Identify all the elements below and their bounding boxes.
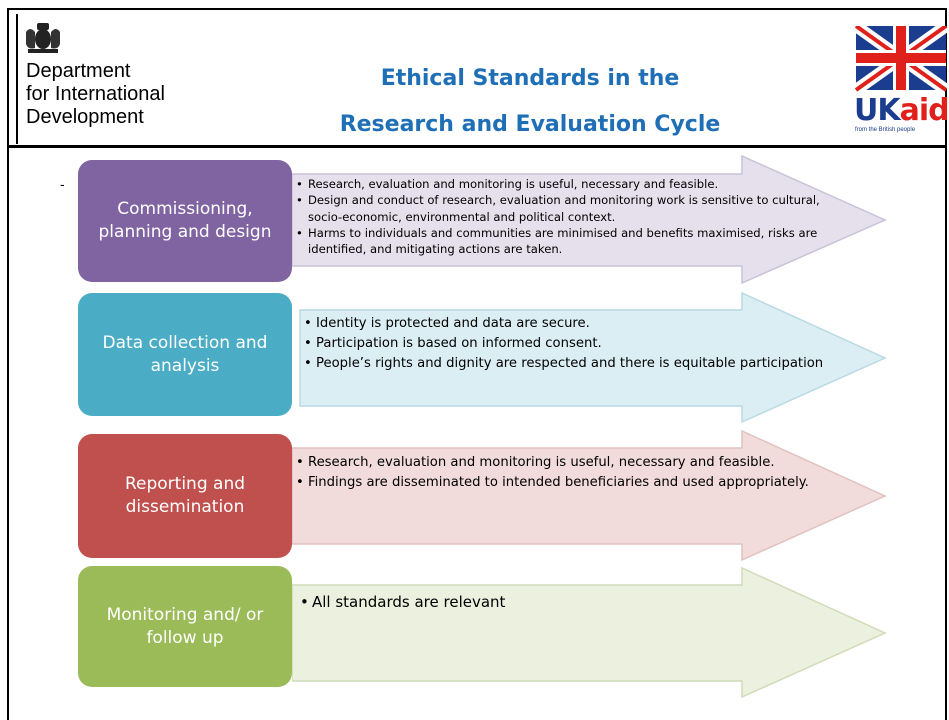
stage-4-bullets: All standards are relevant bbox=[300, 591, 840, 613]
stage-3-bullet-1: Research, evaluation and monitoring is u… bbox=[296, 453, 851, 473]
ukaid-tagline: from the British people bbox=[855, 127, 916, 133]
stage-3-bullets: Research, evaluation and monitoring is u… bbox=[296, 453, 851, 493]
department-name-line-2: for International bbox=[26, 83, 165, 105]
slide-frame bbox=[7, 8, 947, 720]
ukaid-logo: UKaid bbox=[854, 93, 949, 128]
royal-crest-icon bbox=[26, 23, 60, 53]
stage-1-bullet-3: Harms to individuals and communities are… bbox=[296, 225, 841, 258]
stage-3-bullet-2: Findings are disseminated to intended be… bbox=[296, 473, 851, 493]
stage-1-box: Commissioning, planning and design bbox=[78, 160, 292, 282]
stage-3-label: Reporting and dissemination bbox=[124, 474, 246, 517]
header-divider bbox=[7, 145, 947, 148]
stage-2-label: Data collection and analysis bbox=[102, 332, 268, 376]
stage-2-box: Data collection and analysis bbox=[78, 293, 292, 416]
dept-divider bbox=[16, 14, 18, 144]
stray-marker: - bbox=[60, 176, 65, 192]
stage-2-bullets: Identity is protected and data are secur… bbox=[304, 314, 824, 374]
department-name-line-3: Development bbox=[26, 106, 144, 128]
stage-1-bullet-1: Research, evaluation and monitoring is u… bbox=[296, 176, 841, 193]
stage-4-label: Monitoring and/ or follow up bbox=[106, 604, 264, 648]
stage-3-box: Reporting and dissemination bbox=[78, 434, 292, 558]
page-title-line-2: Research and Evaluation Cycle bbox=[339, 112, 721, 137]
stage-4-box: Monitoring and/ or follow up bbox=[78, 566, 292, 687]
uk-flag-icon bbox=[852, 26, 948, 95]
stage-4-bullet-1: All standards are relevant bbox=[300, 591, 840, 613]
stage-2-bullet-2: Participation is based on informed conse… bbox=[304, 334, 824, 354]
stage-1-bullets: Research, evaluation and monitoring is u… bbox=[296, 176, 841, 257]
stage-4-arrow bbox=[292, 567, 888, 699]
page-title-line-1: Ethical Standards in the bbox=[380, 66, 680, 91]
stage-2-bullet-1: Identity is protected and data are secur… bbox=[304, 314, 824, 334]
stage-3-arrow bbox=[292, 430, 888, 562]
stage-2-bullet-3: People’s rights and dignity are respecte… bbox=[304, 354, 824, 374]
stage-1-label: Commissioning, planning and design bbox=[98, 199, 272, 242]
department-name-line-1: Department bbox=[26, 60, 131, 82]
stage-1-bullet-2: Design and conduct of research, evaluati… bbox=[296, 192, 841, 225]
